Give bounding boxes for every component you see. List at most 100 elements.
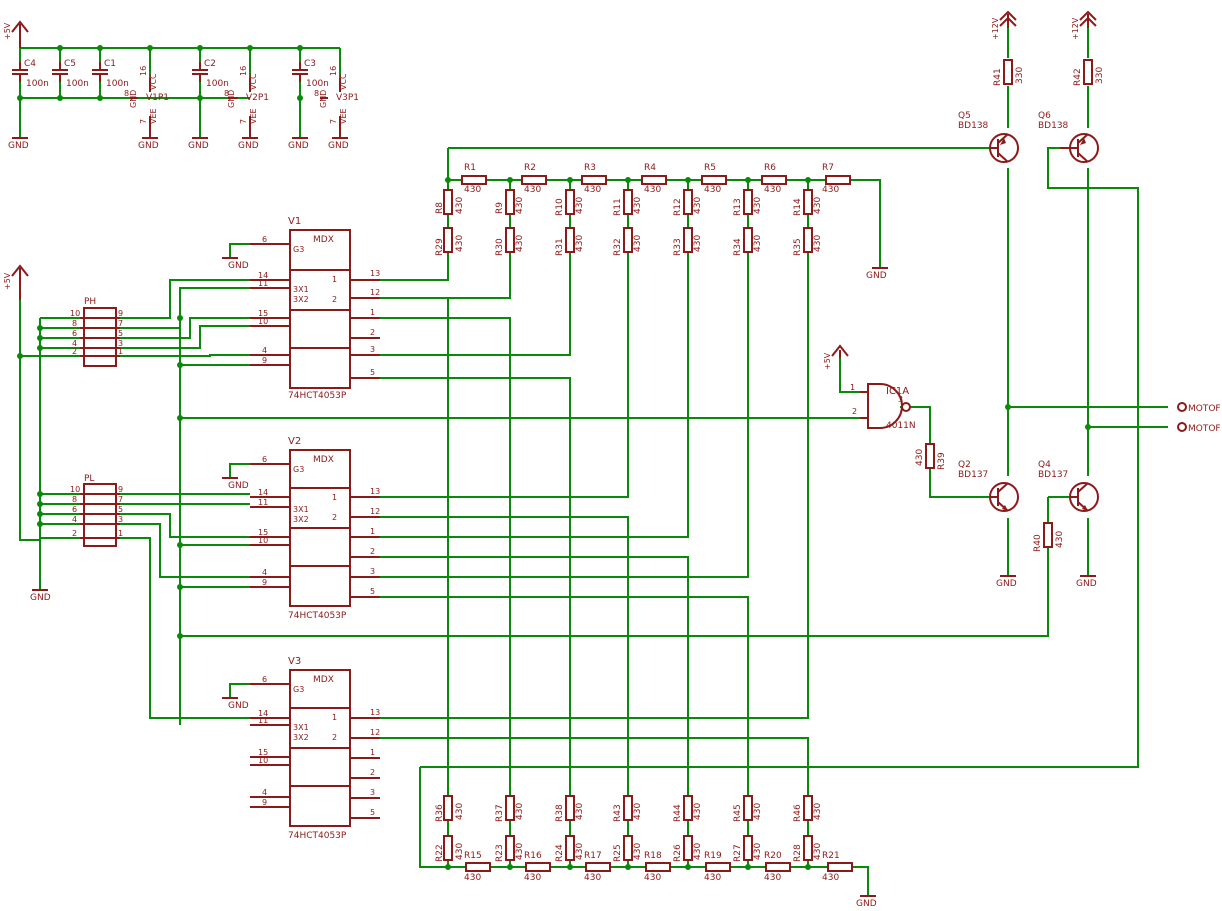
resistor-r42: R42 330: [1073, 59, 1105, 86]
svg-text:C2: C2: [204, 59, 216, 69]
svg-text:430: 430: [524, 185, 541, 195]
svg-text:430: 430: [764, 873, 781, 883]
svg-text:2: 2: [852, 407, 857, 416]
svg-text:430: 430: [515, 197, 525, 214]
svg-text:5: 5: [370, 368, 375, 377]
svg-text:13: 13: [370, 487, 380, 496]
svg-text:R36: R36: [435, 804, 445, 822]
svg-text:74HCT4053P: 74HCT4053P: [288, 391, 347, 401]
gnd-label: GND: [996, 579, 1017, 589]
gnd-label: GND: [228, 701, 249, 711]
header-pl: PL 10 8 6 4 2 9 7 5 3 1: [70, 474, 123, 547]
gnd-label: GND: [1076, 579, 1097, 589]
svg-text:G3: G3: [293, 685, 304, 694]
svg-text:1: 1: [332, 275, 337, 284]
svg-text:R38: R38: [555, 804, 565, 822]
svg-text:6: 6: [262, 675, 267, 684]
nand-gate-ic1a: 1 2 3 IC1A 4011N: [850, 383, 916, 431]
svg-text:430: 430: [753, 235, 763, 252]
svg-text:1: 1: [370, 527, 375, 536]
svg-text:11: 11: [258, 279, 268, 288]
svg-text:R15: R15: [464, 851, 482, 861]
svg-text:6: 6: [72, 505, 77, 514]
gnd-label: GND: [238, 141, 259, 151]
gate-part: 4011N: [886, 421, 916, 431]
svg-text:3: 3: [118, 515, 123, 524]
svg-text:R7: R7: [822, 163, 834, 173]
transistor-q6: Q6 BD138: [1038, 111, 1099, 163]
svg-text:9: 9: [118, 485, 123, 494]
p12v-label-1: +12V: [991, 17, 1000, 40]
svg-text:R28: R28: [793, 844, 803, 862]
svg-text:15: 15: [258, 309, 268, 318]
svg-text:3X1: 3X1: [293, 285, 309, 294]
svg-text:1: 1: [118, 529, 123, 538]
svg-text:R11: R11: [613, 198, 623, 216]
svg-text:430: 430: [524, 873, 541, 883]
power-part-v1p1: 16 VCC 8 GND V1P1 7 VEE: [124, 66, 169, 138]
svg-text:BD137: BD137: [958, 470, 988, 480]
junction-dots: [17, 45, 1091, 870]
svg-text:430: 430: [575, 197, 585, 214]
svg-text:15: 15: [258, 528, 268, 537]
svg-text:12: 12: [370, 507, 380, 516]
resistor-r11: R11 430: [613, 189, 643, 216]
svg-text:5: 5: [370, 587, 375, 596]
gnd-label: GND: [228, 261, 249, 271]
svg-text:R44: R44: [673, 804, 683, 822]
svg-text:R39: R39: [937, 452, 947, 470]
resistor-r23: R23 430: [495, 835, 525, 862]
svg-text:R21: R21: [822, 851, 840, 861]
svg-text:430: 430: [633, 235, 643, 252]
svg-text:1: 1: [370, 748, 375, 757]
svg-text:430: 430: [515, 843, 525, 860]
svg-text:R9: R9: [495, 202, 505, 214]
svg-text:R23: R23: [495, 844, 505, 862]
svg-text:430: 430: [753, 803, 763, 820]
svg-text:MOTOF: MOTOF: [1188, 404, 1221, 414]
svg-text:MDX: MDX: [313, 675, 334, 685]
output-motof-1: MOTOF: [1177, 402, 1221, 414]
svg-text:VCC: VCC: [249, 73, 258, 90]
svg-text:R29: R29: [435, 238, 445, 256]
svg-text:R16: R16: [524, 851, 542, 861]
resistor-r16: R16 430: [524, 851, 551, 883]
gate-ref: IC1A: [886, 386, 909, 397]
svg-text:R4: R4: [644, 163, 656, 173]
svg-text:MDX: MDX: [313, 235, 334, 245]
svg-text:BD138: BD138: [958, 121, 989, 131]
gnd-label: GND: [138, 141, 159, 151]
resistor-r40: R40 430: [1033, 522, 1065, 552]
svg-text:R17: R17: [584, 851, 602, 861]
svg-text:R40: R40: [1033, 534, 1043, 552]
gnd-symbols: GND GND GND GND GND GND GND GND GND GND …: [8, 137, 1097, 909]
svg-text:2: 2: [370, 328, 375, 337]
svg-text:R22: R22: [435, 844, 445, 862]
svg-text:16: 16: [239, 66, 248, 76]
svg-text:R25: R25: [613, 844, 623, 862]
svg-text:100n: 100n: [26, 79, 49, 89]
svg-text:430: 430: [693, 803, 703, 820]
gnd-label: GND: [866, 271, 887, 281]
p5v-label: +5V: [3, 22, 12, 40]
svg-text:430: 430: [515, 235, 525, 252]
svg-text:430: 430: [644, 873, 661, 883]
svg-text:430: 430: [633, 197, 643, 214]
